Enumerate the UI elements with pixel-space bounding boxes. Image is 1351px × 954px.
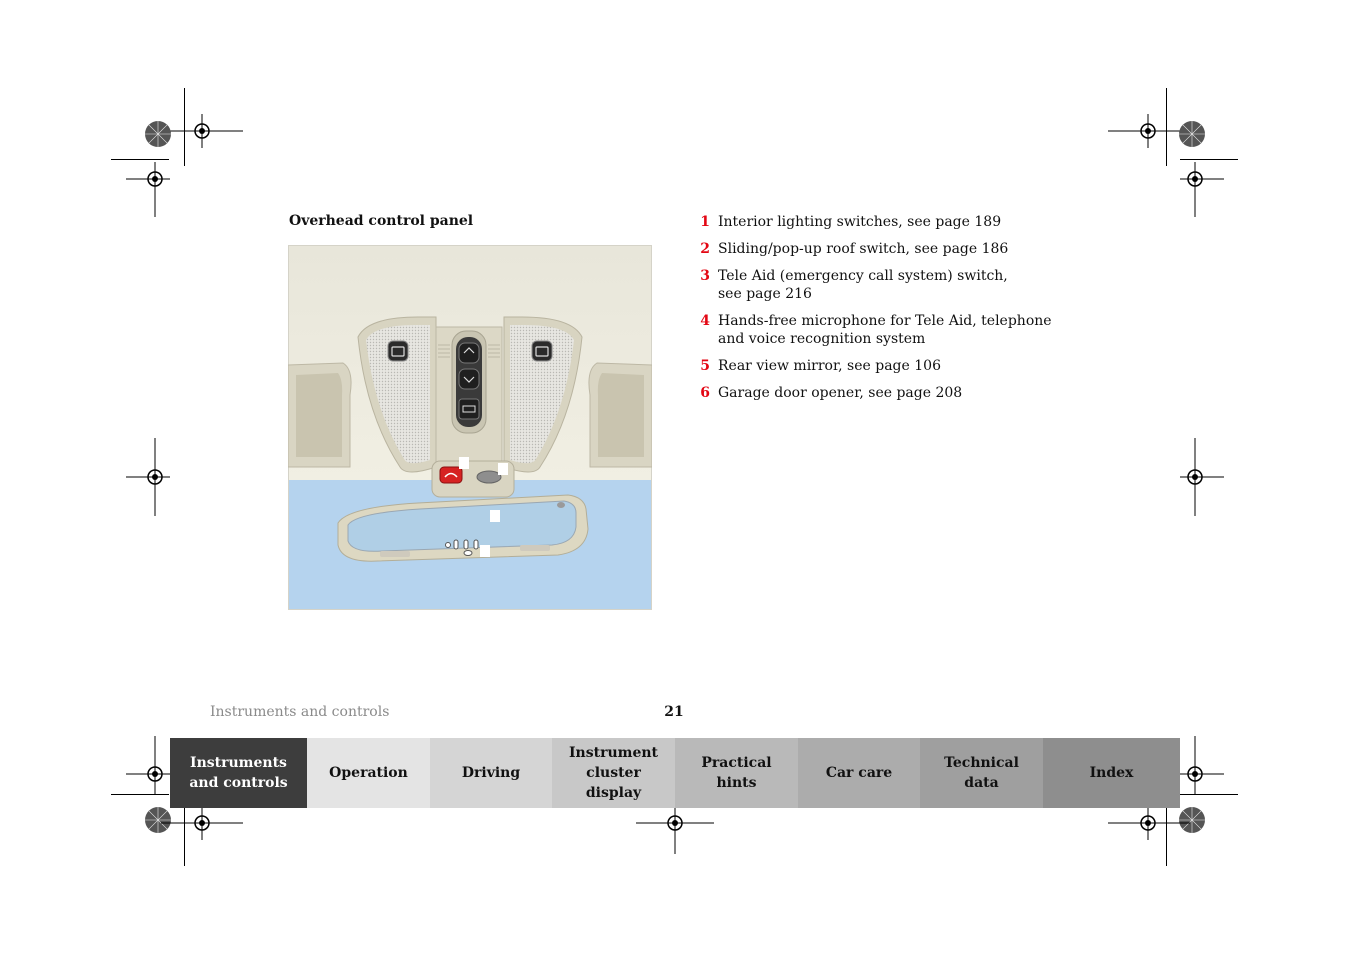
crosshair-icon	[126, 162, 170, 217]
item-text: Garage door opener, see page 208	[718, 385, 963, 401]
tab-instrument-cluster-display[interactable]: Instrument cluster display	[552, 738, 675, 808]
item-number: 4	[700, 313, 710, 329]
crosshair-icon	[126, 438, 170, 516]
item-text: Tele Aid (emergency call system) switch,…	[718, 268, 1008, 302]
tab-technical-data[interactable]: Technical data	[920, 738, 1043, 808]
crosshair-icon	[161, 806, 243, 840]
item-text: Rear view mirror, see page 106	[718, 358, 941, 374]
crosshair-icon	[126, 736, 170, 794]
item-number: 6	[700, 385, 710, 401]
item-text: Hands-free microphone for Tele Aid, tele…	[718, 313, 1052, 347]
starburst-icon	[1179, 121, 1205, 147]
crosshair-icon	[1180, 438, 1224, 516]
list-item: 3 Tele Aid (emergency call system) switch…	[698, 267, 1018, 303]
footer-section-title: Instruments and controls	[210, 704, 390, 720]
item-number: 5	[700, 358, 710, 374]
crosshair-icon	[1108, 806, 1190, 840]
tab-instruments-and-controls[interactable]: Instruments and controls	[170, 738, 307, 808]
tab-operation[interactable]: Operation	[307, 738, 430, 808]
item-number: 2	[700, 241, 710, 257]
tab-car-care[interactable]: Car care	[798, 738, 920, 808]
chapter-tab-bar: Instruments and controls Operation Drivi…	[170, 738, 1180, 808]
crosshair-icon	[1108, 114, 1190, 148]
overhead-panel-illustration	[288, 245, 652, 610]
list-item: 6 Garage door opener, see page 208	[698, 384, 1078, 402]
list-item: 4 Hands-free microphone for Tele Aid, tel…	[698, 312, 1078, 348]
list-item: 5 Rear view mirror, see page 106	[698, 357, 1078, 375]
list-item: 1 Interior lighting switches, see page 18…	[698, 213, 1078, 231]
crosshair-icon	[161, 114, 243, 148]
section-heading: Overhead control panel	[289, 213, 474, 229]
item-text: Sliding/pop-up roof switch, see page 186	[718, 241, 1009, 257]
item-number: 1	[700, 214, 710, 230]
starburst-icon	[145, 807, 171, 833]
callout-list: 1 Interior lighting switches, see page 18…	[698, 213, 1078, 411]
crosshair-icon	[1180, 162, 1224, 217]
tab-driving[interactable]: Driving	[430, 738, 552, 808]
page-number: 21	[664, 704, 684, 720]
list-item: 2 Sliding/pop-up roof switch, see page 18…	[698, 240, 1078, 258]
starburst-icon	[145, 121, 171, 147]
tab-practical-hints[interactable]: Practical hints	[675, 738, 798, 808]
item-number: 3	[700, 268, 710, 284]
crosshair-icon	[636, 808, 714, 854]
item-text: Interior lighting switches, see page 189	[718, 214, 1002, 230]
starburst-icon	[1179, 807, 1205, 833]
crosshair-icon	[1180, 736, 1224, 794]
tab-index[interactable]: Index	[1043, 738, 1180, 808]
